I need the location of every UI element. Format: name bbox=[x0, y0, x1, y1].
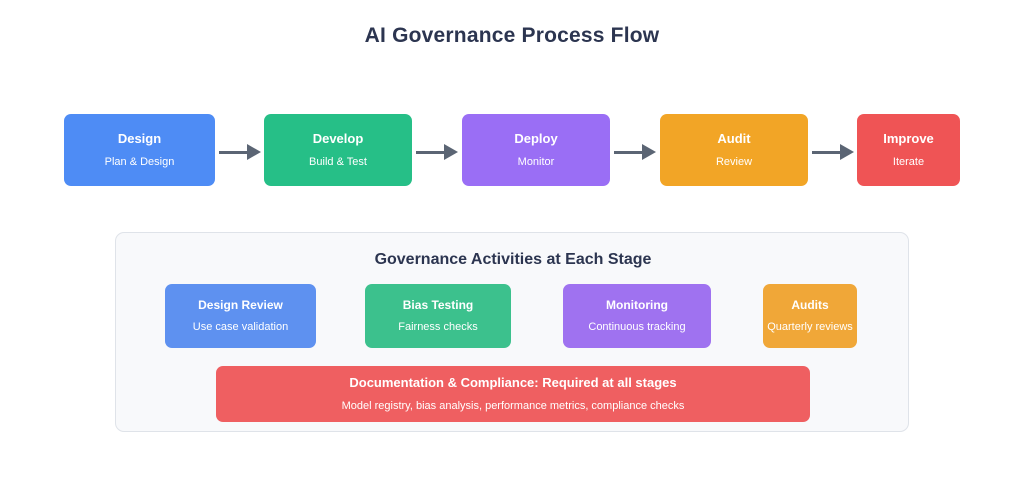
governance-activities-panel: Governance Activities at Each Stage Desi… bbox=[115, 232, 909, 432]
arrow-line bbox=[614, 150, 642, 154]
activity-subtitle: Continuous tracking bbox=[588, 320, 686, 333]
flow-stage-subtitle: Build & Test bbox=[309, 155, 367, 168]
flow-arrow-right-icon bbox=[416, 144, 458, 160]
activity-card-design-review[interactable]: Design Review Use case validation bbox=[165, 284, 316, 348]
flow-stage-title: Design bbox=[117, 131, 162, 147]
activity-subtitle: Fairness checks bbox=[398, 320, 478, 333]
arrow-head bbox=[444, 144, 458, 160]
flow-stage-title: Improve bbox=[883, 131, 934, 147]
activity-title: Bias Testing bbox=[402, 298, 474, 313]
flow-stage-design[interactable]: Design Plan & Design bbox=[64, 114, 215, 186]
arrow-head bbox=[840, 144, 854, 160]
activity-subtitle: Quarterly reviews bbox=[767, 320, 853, 333]
flow-arrow-right-icon bbox=[614, 144, 656, 160]
arrow-head bbox=[247, 144, 261, 160]
arrow-line bbox=[812, 150, 840, 154]
banner-subtitle: Model registry, bias analysis, performan… bbox=[341, 399, 685, 412]
flow-stage-develop[interactable]: Develop Build & Test bbox=[264, 114, 412, 186]
activity-title: Audits bbox=[791, 298, 829, 313]
flow-stage-title: Audit bbox=[717, 131, 751, 147]
arrow-head bbox=[642, 144, 656, 160]
flow-stage-subtitle: Monitor bbox=[517, 155, 555, 168]
flow-stage-title: Develop bbox=[312, 131, 364, 147]
activity-card-monitoring[interactable]: Monitoring Continuous tracking bbox=[563, 284, 711, 348]
banner-title: Documentation & Compliance: Required at … bbox=[349, 375, 677, 391]
arrow-line bbox=[416, 150, 444, 154]
activity-subtitle: Use case validation bbox=[192, 320, 289, 333]
process-flow-row: Design Plan & Design Develop Build & Tes… bbox=[64, 114, 960, 186]
flow-arrow-right-icon bbox=[219, 144, 261, 160]
flow-stage-subtitle: Plan & Design bbox=[104, 155, 175, 168]
flow-arrow-right-icon bbox=[812, 144, 854, 160]
flow-stage-deploy[interactable]: Deploy Monitor bbox=[462, 114, 610, 186]
flow-stage-improve[interactable]: Improve Iterate bbox=[857, 114, 960, 186]
flow-stage-subtitle: Review bbox=[715, 155, 753, 168]
flow-stage-audit[interactable]: Audit Review bbox=[660, 114, 808, 186]
activity-title: Design Review bbox=[198, 298, 283, 313]
flow-stage-title: Deploy bbox=[514, 131, 558, 147]
activity-title: Monitoring bbox=[606, 298, 668, 313]
arrow-line bbox=[219, 150, 247, 154]
activity-card-bias-testing[interactable]: Bias Testing Fairness checks bbox=[365, 284, 511, 348]
page-title: AI Governance Process Flow bbox=[364, 24, 660, 47]
activity-card-audits[interactable]: Audits Quarterly reviews bbox=[763, 284, 857, 348]
documentation-compliance-banner[interactable]: Documentation & Compliance: Required at … bbox=[216, 366, 810, 422]
flow-stage-subtitle: Iterate bbox=[892, 155, 925, 168]
panel-title: Governance Activities at Each Stage bbox=[374, 251, 652, 268]
